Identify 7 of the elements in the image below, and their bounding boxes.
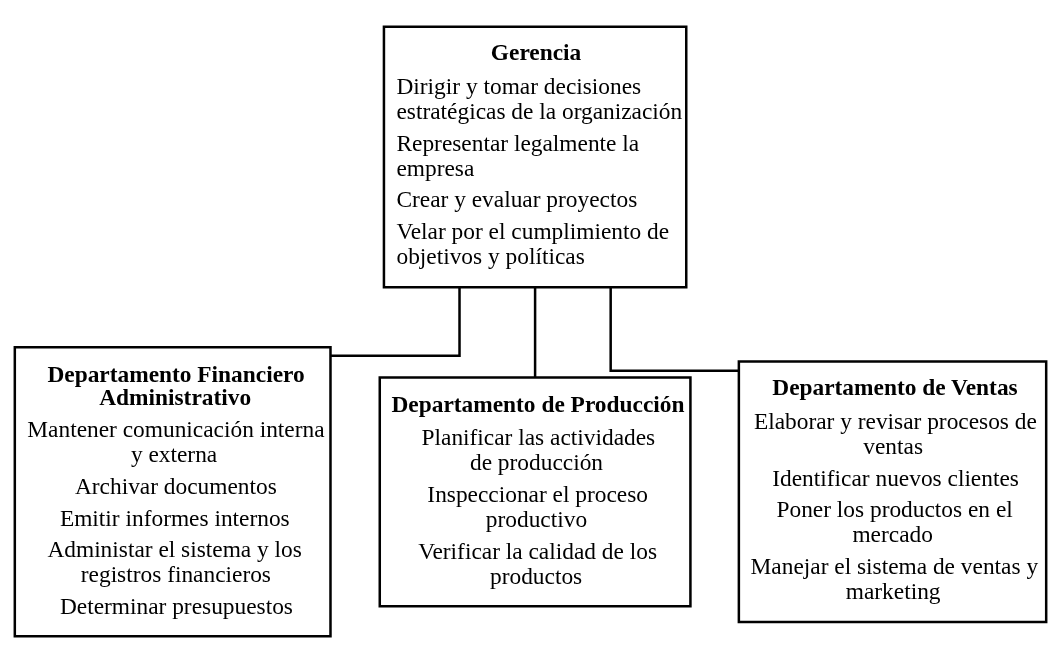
connector xyxy=(533,287,537,377)
node-box: Departamento de Ventas Elaborar y revisar procesos de ventas Identificar nuevos clientes Poner los productos en el mercado Manejar el sistema de ventas y marketing xyxy=(737,360,1048,624)
connector xyxy=(609,287,739,372)
node-box: Departamento de Producción Planificar las actividades de producción Inspeccionar el proceso productivo Verificar la calidad de los productos xyxy=(378,376,692,608)
connector xyxy=(330,287,461,357)
node-box: Departamento Financiero Administrativo Mantener comunicación interna y externa Archivar documentos Emitir informes internos Administar el sistema y los registros financieros Determinar presupuestos xyxy=(13,346,332,638)
node-box: Gerencia Dirigir y tomar decisiones estratégicas de la organización Representar legalmente la empresa Crear y evaluar proyectos Velar por el cumplimiento de objetivos y políticas xyxy=(382,25,688,289)
